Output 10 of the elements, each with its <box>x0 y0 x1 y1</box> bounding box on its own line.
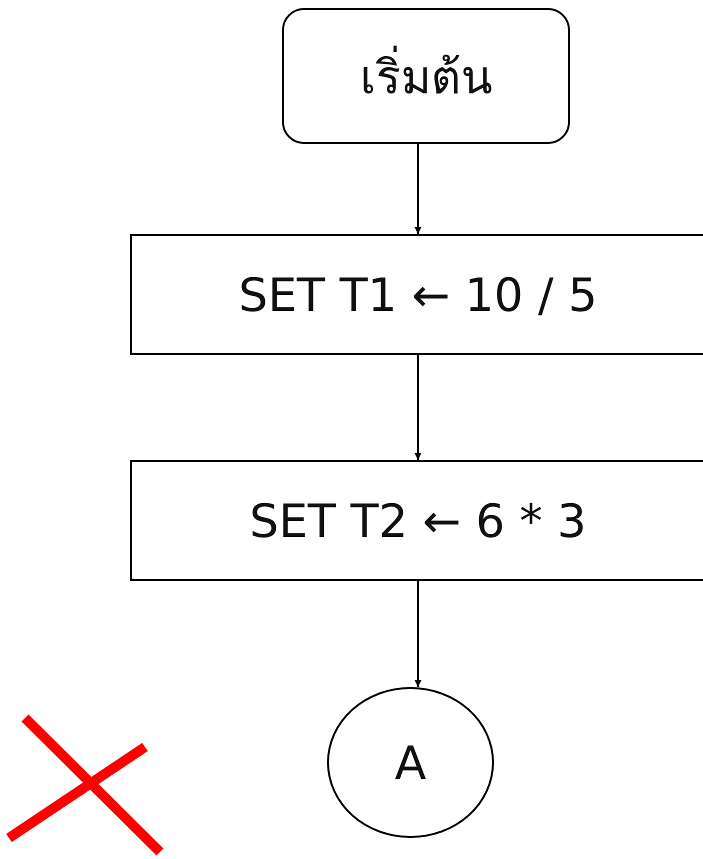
arrow <box>414 144 422 234</box>
process-box <box>130 460 703 581</box>
start-terminal <box>282 8 570 144</box>
process-box <box>130 234 703 355</box>
node-label: SET T2 ← 6 * 3 <box>250 494 586 548</box>
arrow <box>414 581 422 687</box>
arrow <box>414 355 422 460</box>
node-label: เริ่มต้น <box>360 40 492 112</box>
node-label: SET T1 ← 10 / 5 <box>238 268 598 322</box>
node-label: A <box>394 736 426 790</box>
